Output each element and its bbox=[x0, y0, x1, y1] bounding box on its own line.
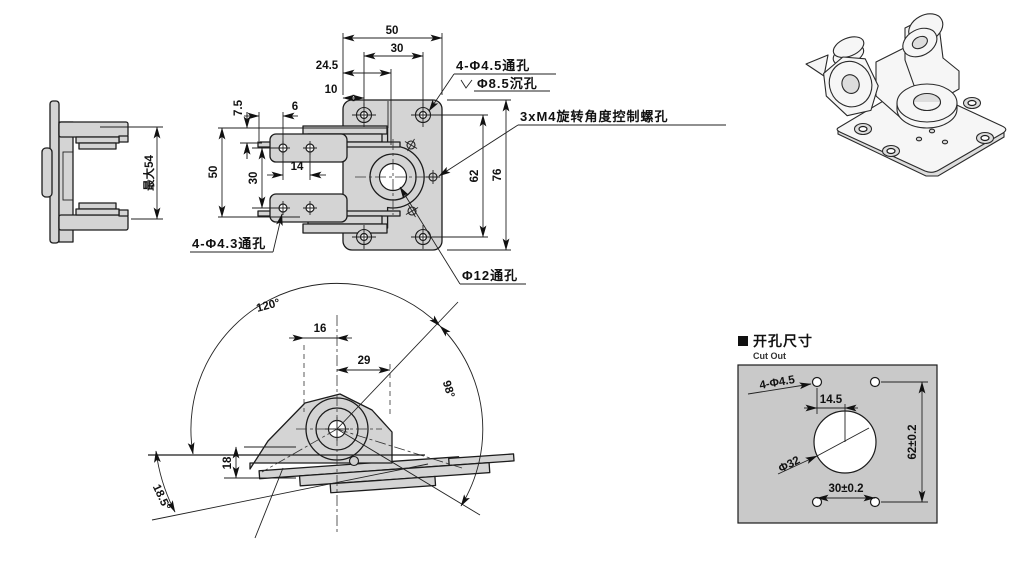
callout-tab-hole: 4-Φ4.3通孔 bbox=[192, 236, 266, 251]
front-callouts: 4-Φ4.5通孔 Φ8.5沉孔 3xM4旋转角度控制螺孔 4-Φ4.3通孔 Φ1… bbox=[190, 58, 726, 285]
cutout-subtitle: Cut Out bbox=[753, 351, 786, 361]
arc-120 bbox=[187, 283, 441, 455]
countersink-icon bbox=[460, 79, 473, 89]
front-dims: 50 30 24.5 10 50 7.5 6 30 14 bbox=[208, 25, 511, 251]
dim-7-5: 7.5 bbox=[233, 99, 245, 116]
dim-30-left: 30 bbox=[248, 172, 260, 185]
dim-14-5: 14.5 bbox=[820, 394, 843, 406]
arc-18-5 bbox=[154, 450, 176, 513]
up-swing-line bbox=[336, 301, 459, 430]
dim-30-02: 30±0.2 bbox=[828, 483, 863, 495]
dim-text-max-height: 最大54 bbox=[142, 155, 156, 191]
dim-24-5: 24.5 bbox=[316, 60, 339, 72]
dim-50-top: 50 bbox=[386, 25, 399, 37]
tab-holes bbox=[276, 141, 317, 215]
dim-29: 29 bbox=[358, 355, 371, 367]
dim-10: 10 bbox=[325, 84, 338, 96]
dim-16: 16 bbox=[314, 323, 327, 335]
dim-76: 76 bbox=[492, 169, 504, 182]
dim-62: 62 bbox=[469, 170, 481, 183]
dim-50-left: 50 bbox=[208, 166, 220, 179]
callout-counterbore: Φ8.5沉孔 bbox=[477, 76, 538, 91]
section-marker-icon bbox=[738, 336, 748, 346]
dim-30-top: 30 bbox=[391, 43, 404, 55]
callout-corner-hole: 4-Φ4.5通孔 bbox=[456, 58, 530, 73]
angle-18-5: 18.5° bbox=[150, 483, 172, 513]
isometric-view bbox=[805, 13, 1007, 177]
iso-left-tab bbox=[805, 54, 829, 77]
cutout-view: 开孔尺寸 Cut Out 4-Φ4.5 14.5 Φ32 62±0.2 30±0… bbox=[737, 333, 938, 524]
angle-120: 120° bbox=[255, 297, 281, 315]
side-view: 最大54 bbox=[41, 100, 163, 244]
iso-corner-holes bbox=[853, 96, 995, 158]
callout-angle-screws: 3xM4旋转角度控制螺孔 bbox=[520, 109, 669, 124]
cutout-title: 开孔尺寸 bbox=[753, 333, 813, 349]
arc-98 bbox=[439, 325, 484, 507]
iso-rear-disc bbox=[902, 13, 944, 58]
iso-left-disc bbox=[823, 36, 879, 117]
callout-center-hole: Φ12通孔 bbox=[462, 268, 518, 283]
dim-max-54: 最大54 bbox=[100, 126, 163, 220]
iso-center-boss bbox=[896, 83, 958, 129]
dim-6: 6 bbox=[292, 101, 298, 113]
corner-holes bbox=[352, 103, 435, 249]
front-view: 50 30 24.5 10 50 7.5 6 30 14 bbox=[190, 25, 726, 285]
dim-18: 18 bbox=[222, 456, 234, 469]
rotation-view: 120° 98° 18.5° 16 29 18 bbox=[148, 283, 515, 539]
down-swing-line bbox=[151, 463, 429, 521]
dim-14: 14 bbox=[291, 161, 304, 173]
angle-98: 98° bbox=[440, 379, 457, 400]
dim-62-02: 62±0.2 bbox=[907, 424, 919, 459]
